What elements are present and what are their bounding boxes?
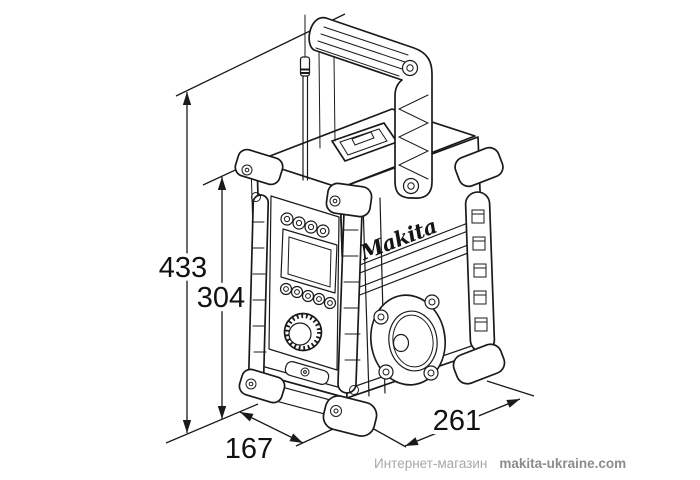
control-panel <box>268 195 340 415</box>
dimension-line-261 <box>404 398 521 447</box>
speaker <box>369 294 447 386</box>
right-bumper-strip <box>464 191 496 353</box>
bumper-top-left <box>234 148 284 186</box>
arrowhead <box>289 433 303 443</box>
side-column-edge <box>362 202 370 397</box>
extension-line-right-foot <box>486 380 535 397</box>
bumper-top-right <box>454 146 504 188</box>
dimension-label-body-height: 304 <box>197 282 245 314</box>
watermark-shop-label: Интернет-магазин <box>374 456 488 471</box>
cage-bar-center <box>337 201 363 395</box>
extension-line-bottom-left <box>165 403 259 444</box>
handle-outline <box>308 17 433 199</box>
corner-bumpers <box>234 146 506 437</box>
dimension-label-overall-height: 433 <box>159 252 207 284</box>
function-buttons-row <box>279 282 337 310</box>
foot-front <box>322 395 378 437</box>
handle-grip-ridges <box>315 26 409 77</box>
arrowhead <box>240 412 254 422</box>
arrowhead <box>405 437 419 446</box>
panel-outline <box>268 195 340 371</box>
arrowhead <box>182 92 192 105</box>
knob-knurling <box>285 314 321 350</box>
watermark: Интернет-магазин makita-ukraine.com <box>374 456 626 471</box>
arrowhead <box>217 177 227 190</box>
handle-left-post-inner <box>333 56 336 142</box>
preset-buttons-row <box>280 212 330 238</box>
dimension-lines <box>165 13 535 448</box>
watermark-site-name: makita-ukraine.com <box>499 456 627 471</box>
speaker-screws <box>373 294 440 381</box>
bumper-top-center <box>325 182 373 218</box>
dimension-label-width: 261 <box>433 405 481 437</box>
side-stripes <box>351 215 487 299</box>
arrowhead <box>217 406 227 419</box>
antenna <box>299 14 311 181</box>
dimension-labels: 433 304 167 261 <box>155 248 485 469</box>
speaker-center-hole <box>392 333 410 353</box>
extension-line-front-foot-right <box>371 427 407 448</box>
roll-cage-bars <box>247 192 363 395</box>
radio-body: Makita <box>234 14 506 437</box>
volume-knob <box>283 312 323 352</box>
lcd-display <box>280 228 338 294</box>
strip-notches <box>471 209 488 332</box>
arrowhead <box>182 420 192 433</box>
bumper-bottom-left <box>238 368 286 404</box>
handle-screw-top <box>401 59 419 77</box>
lower-plate <box>284 361 330 385</box>
handle-screw-bottom <box>402 177 420 195</box>
foot-right <box>452 343 506 385</box>
arrowhead <box>506 399 520 408</box>
dimension-label-depth: 167 <box>225 433 273 465</box>
carry-handle <box>308 17 433 199</box>
handle-post-bracing <box>397 94 430 180</box>
handle-left-post <box>318 51 321 149</box>
